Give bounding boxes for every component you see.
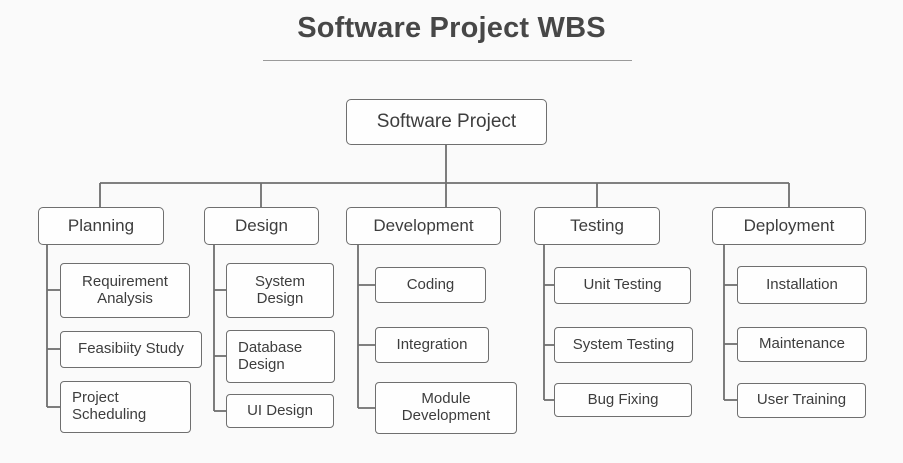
node-database-design: Database Design [226,330,335,383]
node-feasibility-study: Feasibiity Study [60,331,202,368]
diagram-title: Software Project WBS [297,12,606,44]
node-project-scheduling: Project Scheduling [60,381,191,433]
node-unit-testing: Unit Testing [554,267,691,304]
node-ui-design: UI Design [226,394,334,428]
node-maintenance: Maintenance [737,327,867,362]
node-installation: Installation [737,266,867,304]
branch-planning: Planning [38,207,164,245]
node-coding: Coding [375,267,486,303]
node-software-project: Software Project [346,99,547,145]
title-underline [263,60,632,61]
node-module-development: Module Development [375,382,517,434]
branch-development: Development [346,207,501,245]
node-user-training: User Training [737,383,866,418]
node-bug-fixing: Bug Fixing [554,383,692,417]
node-requirement-analysis: Requirement Analysis [60,263,190,318]
node-integration: Integration [375,327,489,363]
branch-design: Design [204,207,319,245]
node-system-testing: System Testing [554,327,693,363]
branch-deployment: Deployment [712,207,866,245]
branch-testing: Testing [534,207,660,245]
node-system-design: System Design [226,263,334,318]
